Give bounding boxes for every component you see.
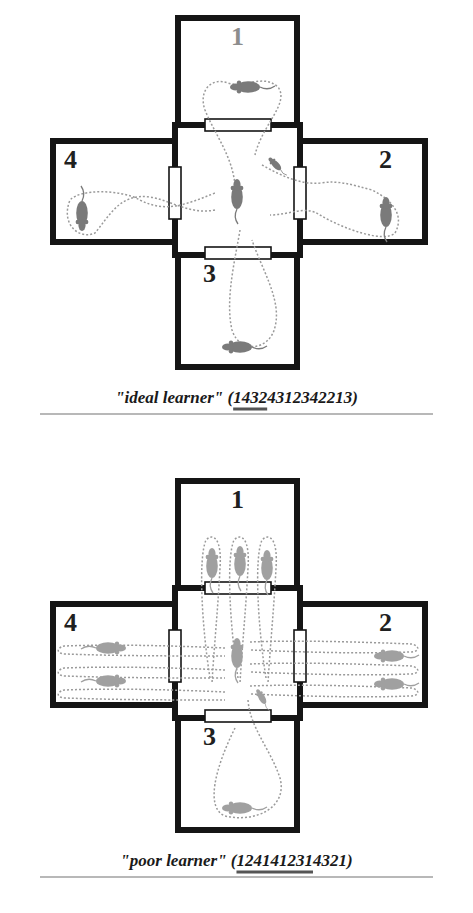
rat-figure xyxy=(76,186,89,231)
rat-figure xyxy=(222,341,267,354)
rat-figure xyxy=(230,81,275,94)
arm-number: 2 xyxy=(379,610,392,636)
maze-arm: 2 xyxy=(297,138,428,245)
maze-arm: 1 xyxy=(175,15,300,128)
rat-trail xyxy=(214,700,281,818)
arm-number: 3 xyxy=(203,261,216,287)
maze-arm: 2 xyxy=(297,601,428,708)
rat-trail xyxy=(250,663,418,675)
rat-trail xyxy=(202,537,221,683)
caption: "poor learner" (1241412314321) xyxy=(120,851,352,870)
caption-rule xyxy=(40,413,433,415)
sequence-underline xyxy=(236,871,313,874)
arm-number: 4 xyxy=(64,610,77,636)
rat-trail xyxy=(58,645,225,656)
rat-figure xyxy=(374,650,419,663)
arm-number: 2 xyxy=(379,147,392,173)
rat-figure xyxy=(234,546,247,591)
rat-figure xyxy=(206,548,219,593)
maze-arm: 3 xyxy=(175,715,300,833)
rat-trail xyxy=(262,165,398,237)
maze-walls xyxy=(169,582,306,722)
arm-number: 1 xyxy=(231,487,244,513)
sequence-underline xyxy=(233,408,267,411)
caption: "ideal learner" (14324312342213) xyxy=(115,388,358,407)
rat-trail xyxy=(230,230,277,347)
maze-arm: 4 xyxy=(50,138,178,245)
rat-figure xyxy=(81,675,126,688)
arm-number: 1 xyxy=(231,24,244,50)
maze-walls xyxy=(169,119,306,259)
rat-figure xyxy=(261,550,274,595)
rat-trail xyxy=(258,537,277,683)
caption-box: "ideal learner" (14324312342213) xyxy=(0,388,473,408)
caption-rule xyxy=(40,876,433,878)
rat-trail xyxy=(230,537,249,683)
rat-trail xyxy=(58,689,225,700)
arm-number: 4 xyxy=(64,147,77,173)
rat-figure xyxy=(231,638,244,683)
rat-figure xyxy=(222,802,267,815)
rat-figure xyxy=(254,688,272,713)
rat-figure xyxy=(81,642,126,655)
rat-figure xyxy=(374,678,419,691)
caption-box: "poor learner" (1241412314321) xyxy=(0,851,473,871)
rat-trail xyxy=(58,667,225,678)
rat-trail xyxy=(67,192,215,235)
arm-number: 3 xyxy=(203,724,216,750)
rat-figure xyxy=(267,156,289,178)
rat-figure xyxy=(380,197,393,242)
rat-figure xyxy=(231,179,244,224)
